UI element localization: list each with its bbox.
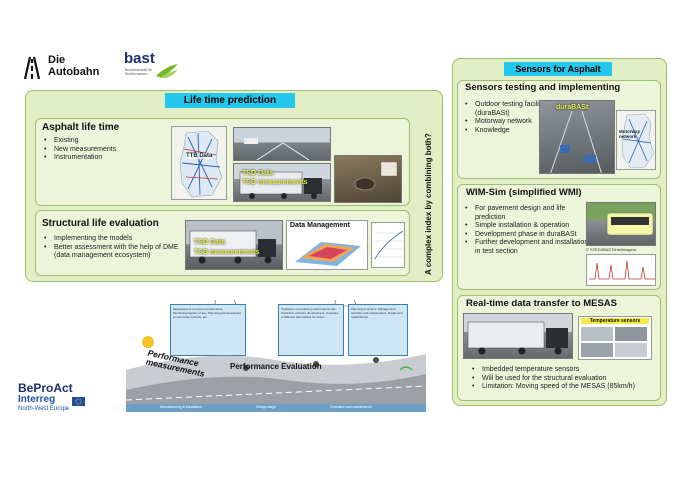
tsd-data-label: TSD Data <box>194 239 226 246</box>
wim-list: For pavement design and life prediction … <box>463 205 591 257</box>
road-photo <box>233 127 331 161</box>
list-item: For pavement design and life prediction <box>463 205 591 222</box>
lifetime-title: Life time prediction <box>165 93 295 108</box>
tsd-truck-photo: TSD Data TSD measurements <box>233 163 331 202</box>
list-item: Instrumentation <box>42 154 162 163</box>
structural-truck-photo: TSD Data TSD measurements <box>185 220 283 270</box>
truck-icon <box>239 171 322 199</box>
chart-thumbnail-icon <box>374 230 404 260</box>
testing-list: Outdoor testing facility (duraBASt) Moto… <box>463 101 545 135</box>
sensor-thumbnails-icon <box>581 327 647 357</box>
bast-logo: bast Bundesanstalt für Straßenwesen <box>124 50 184 84</box>
motorway-map: Motorway network <box>616 110 656 170</box>
list-item: Imbedded temperature sensors <box>470 366 660 375</box>
signal-chart-icon <box>589 260 655 280</box>
map-label: Motorway network <box>619 129 641 139</box>
temperature-label: Temperature sensors <box>581 318 649 324</box>
list-item: Will be used for the structural evaluati… <box>470 375 660 384</box>
structural-title: Structural life evaluation <box>42 218 159 229</box>
durabast-photo: duraBASt <box>539 100 615 174</box>
tsd-measurements-label: TSD measurements <box>242 179 308 186</box>
ttb-map: TTB Data <box>171 126 227 200</box>
excavation-photo <box>334 155 402 203</box>
map-label: TTB Data <box>186 153 213 159</box>
testing-title: Sensors testing and implementing <box>465 82 621 93</box>
bast-name: bast <box>124 50 155 67</box>
core-sample-icon <box>354 161 398 191</box>
stage-ribbon-3: Operation and maintenance <box>330 405 372 409</box>
wim-signal-chart <box>586 254 656 286</box>
list-item: Existing <box>42 137 162 146</box>
beproact-logo: BeProAct <box>18 381 73 395</box>
interreg-region: North-West Europe <box>18 406 70 412</box>
bus-icon <box>606 212 654 236</box>
stage-prediction: Prediction of remaining useful service-l… <box>278 304 344 356</box>
truck-icon <box>467 321 568 355</box>
truck-icon <box>189 230 276 264</box>
list-item: New measurements <box>42 146 162 155</box>
realtime-title: Real-time data transfer to MESAS <box>466 298 617 309</box>
bast-swoosh-icon <box>156 64 178 78</box>
interreg-logo: Interreg <box>18 394 56 405</box>
list-item: Simple installation & operation <box>463 222 591 231</box>
realtime-list: Imbedded temperature sensors Will be use… <box>470 366 660 392</box>
stage-planning: Planning of actions. Management activiti… <box>348 304 408 356</box>
list-item: Motorway network <box>463 118 545 127</box>
performance-diagram: Measurement of current performance. Moni… <box>126 300 426 412</box>
stage-ribbon-2: Design stage <box>256 405 276 409</box>
data-management-card: Data Management <box>286 220 368 270</box>
list-item: Outdoor testing facility (duraBASt) <box>463 101 545 118</box>
test-track-icon <box>550 110 602 173</box>
list-item: Knowledge <box>463 127 545 136</box>
tsd-measurements-label: TSD measurements <box>194 249 260 256</box>
autobahn-road-icon <box>23 56 41 79</box>
tsd-data-label: TSD Data <box>242 170 274 177</box>
germany-road-map-icon <box>621 113 655 169</box>
stage-measurement: Measurement of current performance. Moni… <box>170 304 246 356</box>
structural-list: Implementing the models Better assessmen… <box>42 235 184 261</box>
dm-chart-thumb <box>371 222 405 268</box>
asphalt-title: Asphalt life time <box>42 122 120 133</box>
list-item: Better assessment with the help of DME (… <box>42 244 184 261</box>
wim-bus-photo <box>586 202 656 246</box>
durabast-label: duraBASt <box>556 104 589 111</box>
autobahn-line1: Die <box>48 54 66 66</box>
germany-road-map-icon <box>179 130 223 198</box>
mesas-truck-photo <box>463 313 573 359</box>
eu-flag-icon <box>72 397 85 406</box>
performance-evaluation-label: Performance Evaluation <box>230 362 322 371</box>
autobahn-line2: Autobahn <box>48 66 100 78</box>
stage-ribbon-1: Manufacturing & installation <box>160 405 202 409</box>
sensors-title: Sensors for Asphalt <box>504 62 612 76</box>
list-item: Limitation: Moving speed of the MESAS (8… <box>470 383 660 392</box>
temperature-card: Temperature sensors <box>578 316 652 360</box>
surface-plot-icon <box>295 242 361 266</box>
list-item: Further development and installation in … <box>463 239 591 256</box>
road-lane-icon <box>244 138 310 160</box>
dm-title: Data Management <box>290 222 350 229</box>
wim-title: WIM-Sim (simplified WMI) <box>466 187 582 198</box>
side-question: A complex index by combining both? <box>424 133 433 275</box>
list-item: Implementing the models <box>42 235 184 244</box>
list-item: Development phase in duraBASt <box>463 231 591 240</box>
bast-subtitle: Bundesanstalt für Straßenwesen <box>125 68 153 76</box>
asphalt-list: Existing New measurements Instrumentatio… <box>42 137 162 163</box>
road-landscape-illustration <box>126 336 426 412</box>
wim-credit: © STEDI/BAST/intelimagem <box>586 247 637 252</box>
autobahn-logo: Die Autobahn <box>22 52 112 82</box>
